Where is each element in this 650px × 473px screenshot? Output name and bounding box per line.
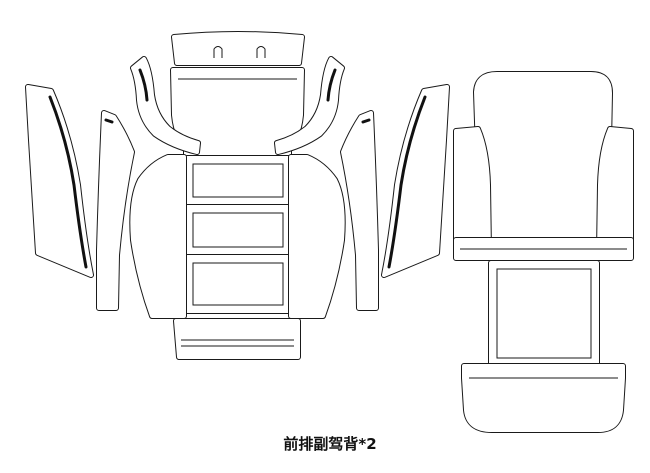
pattern-piece-center-bottom — [176, 321, 298, 357]
pattern-piece-right-diagonal-strip — [277, 59, 342, 152]
pattern-piece-left-diagonal-strip — [133, 59, 198, 152]
pattern-piece-seat-back-left-side — [456, 129, 489, 252]
pattern-pieces-left — [28, 59, 198, 316]
pattern-piece-seat-back-lower-panel — [491, 263, 597, 364]
pattern-piece-right-outer-wing — [384, 87, 447, 275]
pattern-piece-left-outer-wing — [28, 87, 91, 275]
diagram-caption: 前排副驾背*2 — [283, 435, 376, 453]
pattern-piece-seat-back-main — [476, 74, 610, 241]
pattern-piece-left-strip — [99, 113, 132, 308]
pattern-piece-center-panel-1 — [187, 158, 289, 203]
pattern-piece-seat-back-right-side — [599, 129, 631, 252]
pattern-piece-seat-back-band — [456, 240, 631, 258]
pattern-seat-back-assembly — [456, 74, 631, 430]
pattern-piece-top-header — [174, 34, 302, 63]
pattern-piece-seat-back-bottom — [464, 366, 623, 430]
header-tab-right — [256, 46, 266, 58]
pattern-piece-right-strip — [343, 113, 376, 308]
pattern-piece-right-side-panel — [291, 157, 343, 316]
pattern-pieces-right — [277, 59, 447, 316]
pattern-piece-left-side-panel — [132, 157, 184, 316]
pattern-piece-center-panel-2 — [187, 207, 289, 253]
header-tab-left — [213, 46, 223, 58]
pattern-piece-center-panel-3 — [187, 257, 289, 311]
pattern-piece-center-upper — [173, 70, 302, 154]
